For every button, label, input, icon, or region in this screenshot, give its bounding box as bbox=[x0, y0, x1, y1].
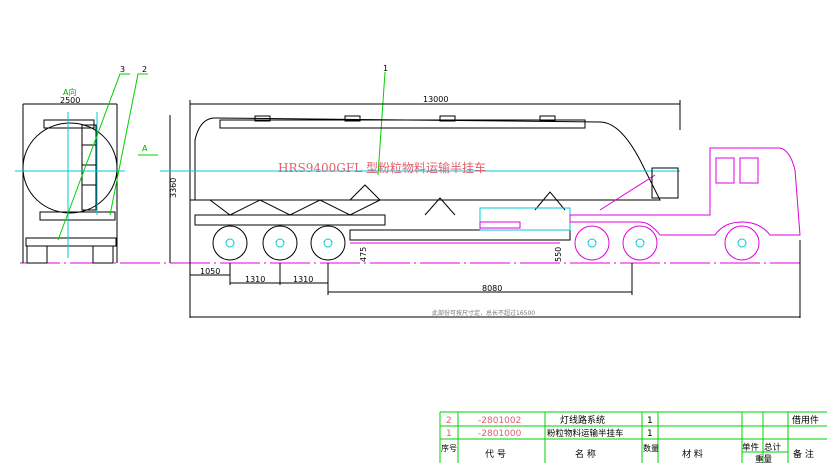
dim-wheelbase: 8080 bbox=[482, 284, 502, 293]
row-name: 灯线路系统 bbox=[560, 414, 605, 426]
rear-view: 2500 A向 bbox=[15, 87, 125, 264]
dim-overall-length: 13000 bbox=[423, 95, 448, 104]
bom-row: 1 -2801000 粉粒物料运输半挂车 1 bbox=[446, 428, 653, 439]
header-remark: 备 注 bbox=[793, 448, 814, 460]
bom-header: 序号 代 号 名 称 数量 材 料 单件 总计 重量 备 注 bbox=[441, 442, 814, 463]
header-material: 材 料 bbox=[682, 448, 703, 460]
bom-rows: 2 -2801002 灯线路系统 1 借用件 1 -2801000 粉粒物料运输… bbox=[441, 414, 819, 463]
side-view-trailer: 13000 3360 HRS9400GFL 型粉粒物料运输半挂车 475 550 bbox=[160, 95, 681, 318]
length-note: 此部份可按尺寸定，总长不超过16500 bbox=[432, 309, 535, 317]
header-weight: 重量 bbox=[755, 454, 773, 463]
lower-dimensions: 1050 1310 1310 8080 此部份可按尺寸定，总长不超过16500 bbox=[190, 240, 801, 318]
header-no: 序号 bbox=[441, 443, 457, 453]
view-arrow-label: A bbox=[142, 144, 148, 153]
header-code: 代 号 bbox=[485, 449, 506, 460]
row-no: 1 bbox=[446, 429, 452, 439]
dim-rear-width: 2500 bbox=[60, 96, 80, 105]
view-label: A向 bbox=[63, 87, 76, 97]
row-name: 粉粒物料运输半挂车 bbox=[547, 428, 624, 439]
dim-frame-height-rear: 475 bbox=[359, 247, 368, 262]
header-total: 总计 bbox=[764, 442, 782, 453]
row-qty: 1 bbox=[647, 429, 653, 439]
tractor bbox=[569, 147, 801, 236]
callout-1: 1 bbox=[383, 64, 388, 73]
bom-row: 2 -2801002 灯线路系统 1 借用件 bbox=[446, 414, 819, 426]
drawing-title: HRS9400GFL 型粉粒物料运输半挂车 bbox=[278, 160, 486, 175]
row-no: 2 bbox=[446, 416, 452, 426]
header-name: 名 称 bbox=[575, 448, 596, 460]
callout-3: 3 bbox=[120, 65, 125, 74]
wheels bbox=[212, 225, 760, 261]
header-unit: 单件 bbox=[742, 442, 760, 453]
row-code: -2801002 bbox=[478, 416, 521, 426]
callout-leaders: 1 2 3 A bbox=[57, 64, 388, 241]
callout-2: 2 bbox=[142, 65, 147, 74]
row-code: -2801000 bbox=[478, 429, 522, 439]
header-qty: 数量 bbox=[643, 443, 659, 453]
dim-axle-spacing-1: 1310 bbox=[245, 275, 265, 284]
dim-frame-height-front: 550 bbox=[554, 247, 563, 262]
bom-table bbox=[439, 411, 827, 463]
dim-height: 3360 bbox=[169, 178, 178, 198]
row-remark: 借用件 bbox=[792, 414, 819, 426]
dim-axle-spacing-2: 1310 bbox=[293, 275, 313, 284]
row-qty: 1 bbox=[647, 416, 653, 426]
dim-rear-overhang: 1050 bbox=[200, 267, 220, 276]
